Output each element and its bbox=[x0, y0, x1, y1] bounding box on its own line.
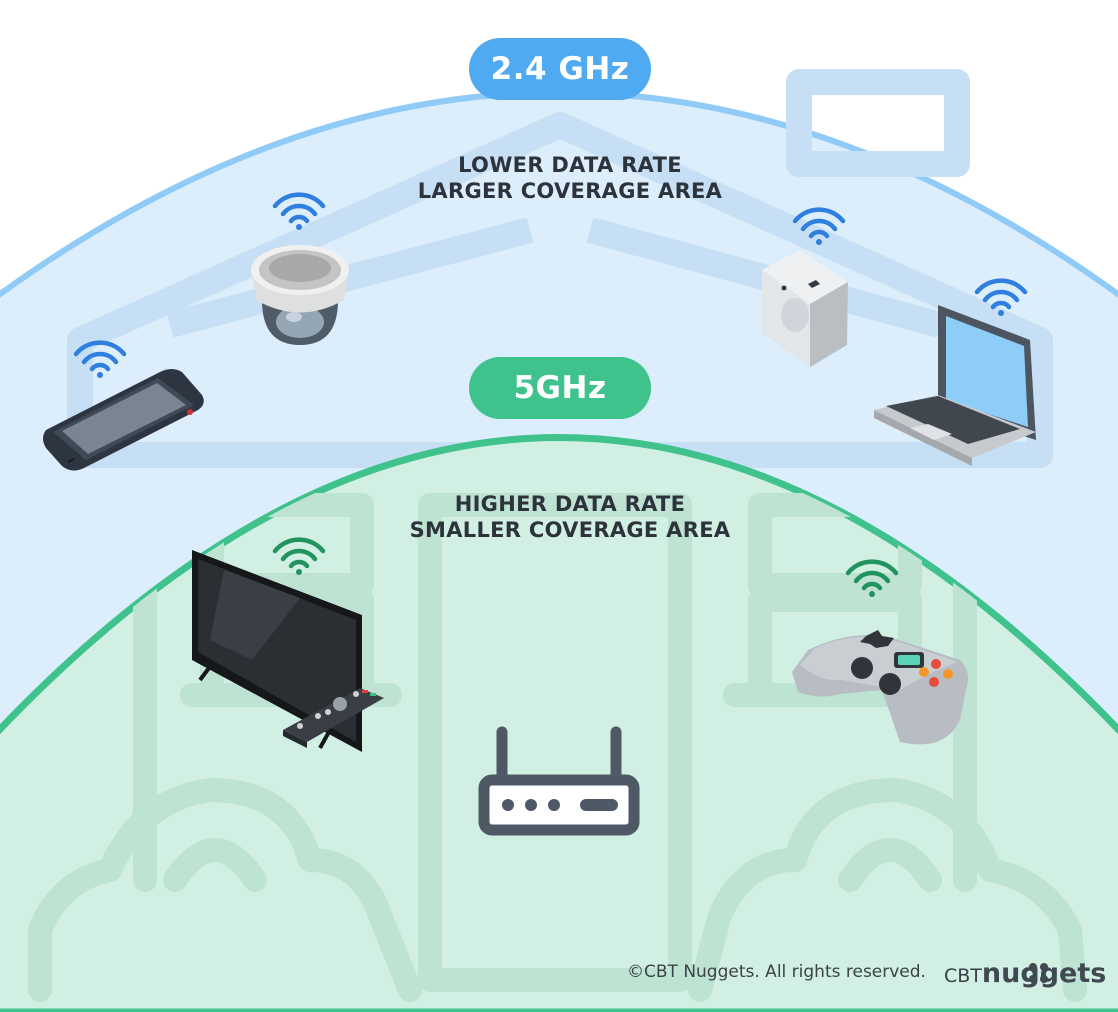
band-24ghz-badge: 2.4 GHz bbox=[469, 38, 651, 100]
band-5ghz-badge: 5GHz bbox=[469, 357, 651, 419]
security-camera-icon bbox=[251, 245, 349, 345]
wifi-signal-icon bbox=[792, 207, 846, 245]
router-icon bbox=[478, 726, 640, 836]
wifi-signal-icon bbox=[845, 559, 899, 597]
brand-logo: CBTnuggets bbox=[944, 958, 1106, 989]
band-5ghz-caption: HIGHER DATA RATE SMALLER COVERAGE AREA bbox=[320, 491, 820, 543]
wifi-signal-icon bbox=[974, 278, 1028, 316]
laptop-icon bbox=[874, 305, 1036, 466]
brand-prefix: CBT bbox=[944, 965, 982, 987]
tv-icon bbox=[192, 550, 384, 752]
motion-sensor-icon bbox=[762, 250, 848, 367]
band-24ghz-line1: LOWER DATA RATE bbox=[458, 153, 682, 177]
smartphone-icon bbox=[43, 369, 204, 471]
wifi-signal-icon bbox=[73, 340, 127, 378]
copyright-text: ©CBT Nuggets. All rights reserved. bbox=[627, 962, 926, 982]
band-24ghz-caption: LOWER DATA RATE LARGER COVERAGE AREA bbox=[320, 152, 820, 204]
wifi-signal-icon bbox=[272, 192, 326, 230]
game-controller-icon bbox=[792, 630, 968, 745]
brand-suffix: nuggets bbox=[981, 958, 1107, 989]
band-5ghz-line2: SMALLER COVERAGE AREA bbox=[409, 518, 731, 542]
band-5ghz-line1: HIGHER DATA RATE bbox=[454, 492, 686, 516]
band-24ghz-line2: LARGER COVERAGE AREA bbox=[417, 179, 723, 203]
brand-logo-dots bbox=[1029, 963, 1048, 983]
wifi-signal-icon bbox=[272, 537, 326, 575]
